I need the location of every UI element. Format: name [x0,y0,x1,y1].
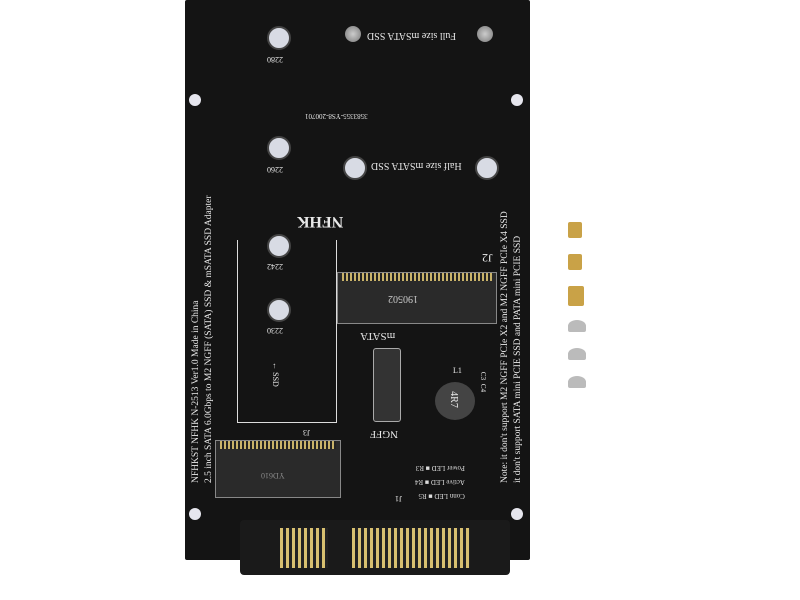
pcb-adapter-board: Full size mSATA SSD 2280 3583355-YS8-200… [185,0,530,560]
accessories [568,222,586,388]
led-label: Conn LED [434,492,465,500]
inductor-label: 4R7 [447,391,459,408]
note-text: Note: it don't support M2 NGFF PCIe X2 a… [500,211,510,483]
cap-label: C4 [479,383,488,393]
inductor: 4R7 [435,382,475,420]
mount-hole-2242 [267,234,291,258]
slot-code: YD610 [261,471,285,480]
screw-icon [345,26,361,42]
left-description: NFHKST NFHK N-2513 Ver1.0 Made in China … [190,103,216,483]
brand-logo: NFHK [297,213,344,230]
note-text: it don't support SATA mini PCIE SSD and … [513,235,523,483]
mount-hole-2230 [267,298,291,322]
led-label: Power LED [431,464,465,472]
brass-standoff-icon [568,286,584,306]
screw-icon [568,348,586,360]
mount-hole-half [343,156,367,180]
msata-slot: 190502 [337,272,497,324]
length-label: 2280 [267,55,283,64]
j2-label: J2 [482,251,493,265]
mount-hole-2260 [267,136,291,160]
m2-ssd-outline [237,240,337,423]
m2-ngff-slot: YD610 [215,440,341,498]
corner-hole [511,508,523,520]
msata-label: mSATA [360,330,396,342]
resistor-label: R5 [418,492,427,500]
j1-label: J1 [395,494,403,503]
resistor-label: R4 [415,478,424,486]
j3-label: J3 [303,428,311,437]
corner-hole [511,94,523,106]
mount-hole-2280 [267,26,291,50]
screw-icon [568,376,586,388]
ssd-direction-label: ← SSD [270,362,280,387]
l1-label: L1 [453,366,462,375]
ngff-label: NGFF [370,428,399,440]
screw-icon [477,26,493,42]
length-label: 2260 [267,165,283,174]
slot-code: 190502 [388,293,418,304]
serial-number: 3583355-YS8-200701 [305,112,368,120]
brass-standoff-icon [568,222,582,238]
brass-standoff-icon [568,254,582,270]
full-size-msata-label: Full size mSATA SSD [367,30,456,41]
corner-hole [189,508,201,520]
mount-hole-half [475,156,499,180]
model-text: NFHKST NFHK N-2513 Ver1.0 Made in China [191,300,201,483]
screw-icon [568,320,586,332]
right-note: Note: it don't support M2 NGFF PCIe X2 a… [499,103,525,483]
half-size-msata-label: Half size mSATA SSD [371,160,462,171]
led-panel: Power LED ■ R3 Active LED ■ R4 Conn LED … [415,464,465,500]
sata-connector [240,510,510,580]
corner-hole [189,94,201,106]
adapter-text: 2.5 inch SATA 6.0Gbps to M2 NGFF (SATA) … [204,195,214,483]
mode-switch [373,348,401,422]
resistor-label: R3 [415,464,424,472]
cap-label: C3 [479,371,488,381]
led-label: Active LED [430,478,465,486]
